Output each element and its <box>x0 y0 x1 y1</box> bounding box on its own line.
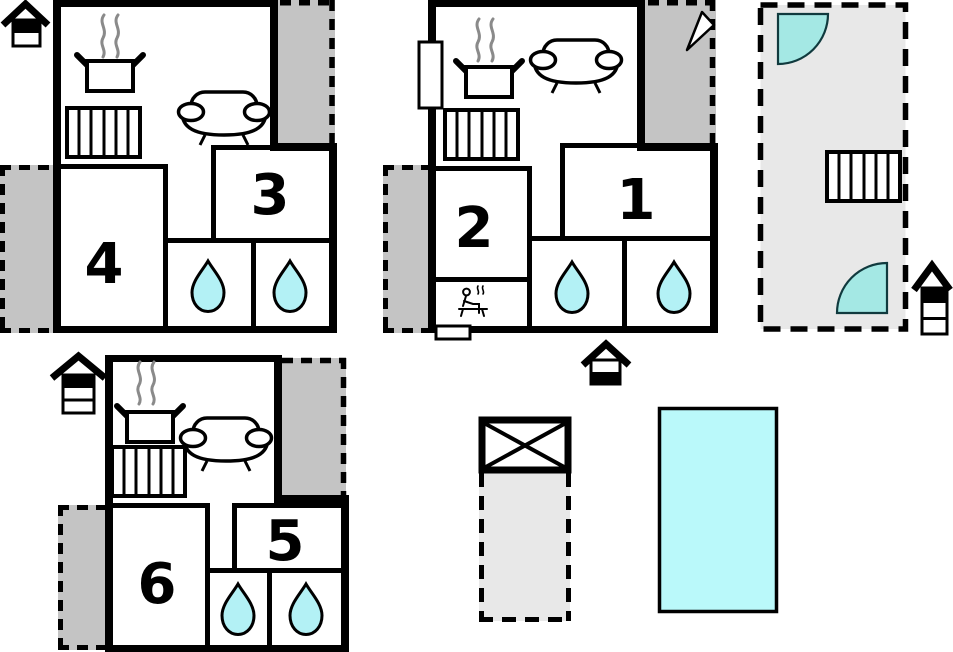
water-drop-icon <box>272 259 308 313</box>
sofa-icon <box>176 90 272 147</box>
north-arrow-icon <box>685 10 716 52</box>
kitchen-pot-icon <box>456 61 522 97</box>
kitchen-pot-icon <box>117 406 183 442</box>
water-drop-icon <box>554 260 590 314</box>
sofa-icon <box>178 416 274 473</box>
storage-yard <box>479 473 570 621</box>
balcony-strip <box>383 165 428 333</box>
pool <box>657 406 779 614</box>
room-label-4: 4 <box>85 232 124 297</box>
water-drop-icon <box>288 582 324 636</box>
room-label-1: 1 <box>617 168 656 233</box>
stairs-icon <box>825 150 902 203</box>
floor-level-icon-2 <box>49 351 108 415</box>
door-swing-icon <box>835 261 889 315</box>
floor-plan-a: 3 4 <box>0 0 337 333</box>
steam-icon <box>475 17 495 63</box>
sauna-icon <box>458 285 488 317</box>
storage-structure <box>478 416 572 622</box>
door-swing-icon <box>776 12 830 66</box>
floor-level-icon-4 <box>911 259 953 336</box>
interior-walls <box>57 145 334 331</box>
stairs-icon <box>110 445 187 498</box>
balcony-strip <box>58 505 105 650</box>
door-marker <box>434 324 472 341</box>
stairs-icon <box>65 106 142 159</box>
floor-level-icon-1 <box>0 0 51 48</box>
room-label-3: 3 <box>251 163 290 228</box>
balcony-strip <box>0 165 53 333</box>
balcony-area <box>278 358 346 498</box>
interior-walls <box>110 503 345 650</box>
floor-plan-c: 5 6 <box>58 355 349 652</box>
water-drop-icon <box>656 260 692 314</box>
sofa-icon <box>528 38 624 95</box>
floor-level-icon-3 <box>580 339 632 386</box>
room-label-6: 6 <box>138 552 177 617</box>
interior-walls <box>433 143 716 331</box>
room-label-5: 5 <box>266 509 305 574</box>
balcony-area <box>275 0 335 146</box>
water-drop-icon <box>190 259 226 313</box>
stairs-icon <box>443 108 520 161</box>
steam-icon <box>136 360 156 406</box>
steam-icon <box>100 13 120 59</box>
window-marker <box>417 40 444 110</box>
water-drop-icon <box>220 582 256 636</box>
outer-walls <box>105 355 349 652</box>
floor-plan-b: 1 2 <box>383 0 718 341</box>
room-label-2: 2 <box>455 196 494 261</box>
terrace-area <box>757 2 909 332</box>
kitchen-pot-icon <box>77 55 143 91</box>
